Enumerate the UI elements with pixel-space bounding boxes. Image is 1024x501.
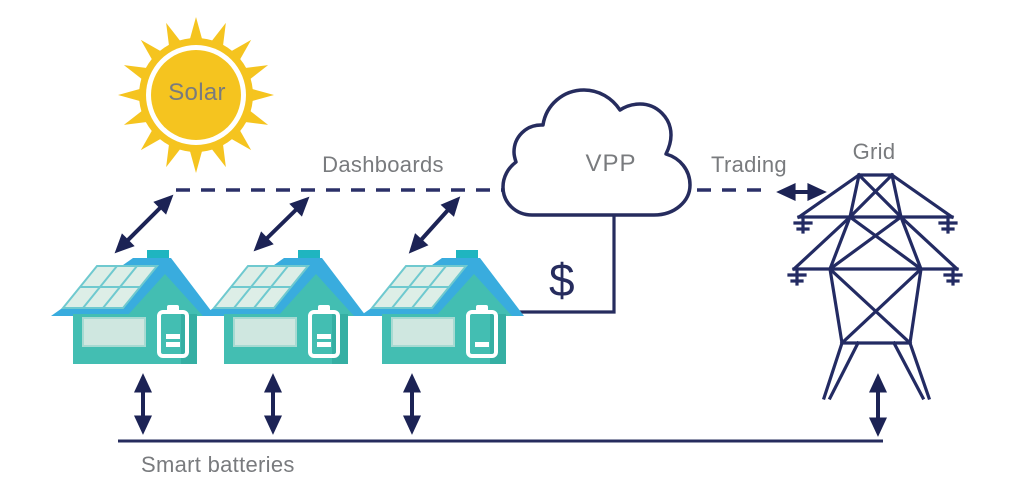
battery-icon	[308, 305, 340, 358]
gable	[127, 274, 203, 316]
gable	[436, 274, 512, 316]
vpp-cloud-icon	[501, 88, 692, 217]
window	[233, 317, 297, 347]
dashboard-arrow-1	[114, 194, 174, 254]
dashboard-arrow-3	[408, 196, 461, 254]
trading-label: Trading	[711, 152, 787, 177]
dashboards-label: Dashboards	[322, 152, 444, 177]
window	[82, 317, 146, 347]
smart-batteries-label: Smart batteries	[141, 452, 295, 477]
payment-line	[506, 216, 616, 314]
solar-label: Solar	[168, 79, 226, 106]
window	[391, 317, 455, 347]
vpp-label: VPP	[585, 150, 637, 177]
grid-tower-icon	[787, 172, 963, 401]
dashboard-arrow-2	[253, 196, 310, 252]
gable	[278, 274, 354, 316]
sun-icon	[118, 17, 274, 173]
battery-arrows	[133, 373, 888, 437]
solar-panel-icon	[60, 265, 160, 309]
house-icon-1	[51, 250, 215, 364]
battery-icon	[466, 305, 498, 358]
dashboard-arrows	[114, 194, 461, 254]
dollar-sign: $	[549, 254, 575, 306]
grid-label: Grid	[852, 139, 896, 164]
solar-panel-icon	[369, 265, 469, 309]
house-icon-2	[202, 250, 366, 364]
solar-panel-icon	[211, 265, 311, 309]
battery-icon	[157, 305, 189, 358]
house-icon-3	[360, 250, 524, 364]
